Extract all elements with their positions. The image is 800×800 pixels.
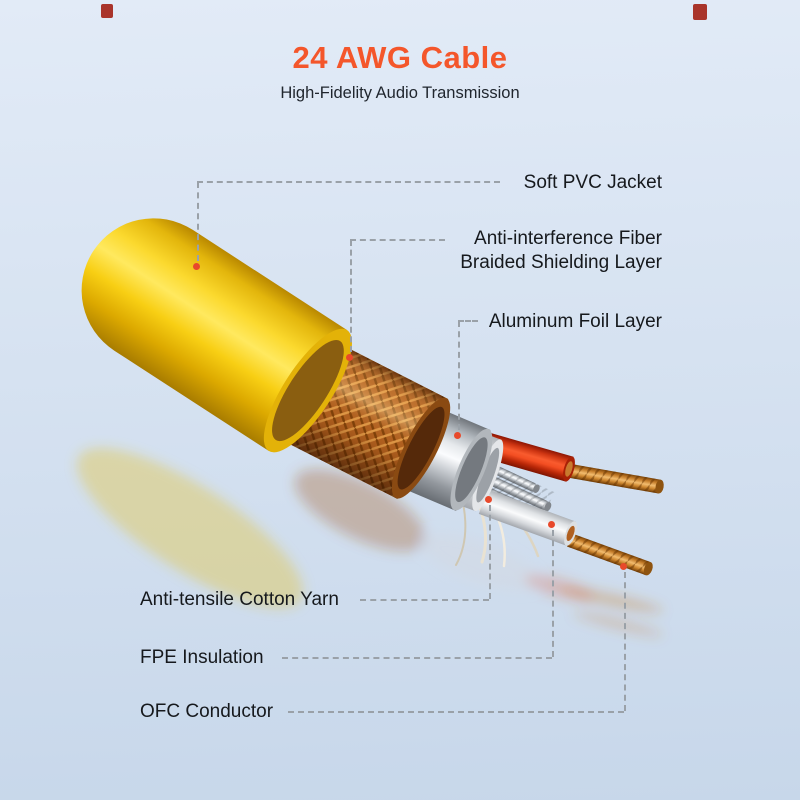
page-subtitle: High-Fidelity Audio Transmission xyxy=(280,84,520,102)
label-fpe-insulation: FPE Insulation xyxy=(140,647,264,668)
leader-ofc-vertical xyxy=(624,572,626,711)
leader-braid-horizontal xyxy=(350,239,445,241)
leader-cotton-horizontal xyxy=(360,599,489,601)
leader-pvc-horizontal xyxy=(197,181,500,183)
leader-foil-horizontal xyxy=(458,320,478,322)
label-pvc-jacket: Soft PVC Jacket xyxy=(523,172,662,193)
label-ofc-conductor: OFC Conductor xyxy=(140,701,274,722)
cable-reflection xyxy=(76,447,663,637)
leader-cotton-vertical xyxy=(489,505,491,599)
corner-mark-left xyxy=(101,4,113,18)
label-braided-shielding: Anti-interference Fiber Braided Shieldin… xyxy=(460,228,662,273)
leader-pvc-vertical xyxy=(197,182,199,261)
callout-dot-ofc xyxy=(620,563,627,570)
callout-dot-pvc xyxy=(193,263,200,270)
callout-dot-foil xyxy=(454,432,461,439)
leader-ofc-horizontal xyxy=(288,711,624,713)
ofc-conductor-upper xyxy=(563,463,664,494)
pvc-jacket-layer xyxy=(81,218,353,453)
leader-fpe-vertical xyxy=(552,530,554,657)
leader-foil-vertical xyxy=(458,321,460,430)
corner-mark-right xyxy=(693,4,707,20)
leader-fpe-horizontal xyxy=(282,657,552,659)
fpe-insulated-wire xyxy=(478,489,578,546)
label-cotton-yarn: Anti-tensile Cotton Yarn xyxy=(140,589,339,610)
leader-braid-vertical xyxy=(350,240,352,352)
ofc-conductor-lower xyxy=(566,533,653,576)
callout-dot-fpe xyxy=(548,521,555,528)
label-aluminum-foil: Aluminum Foil Layer xyxy=(488,311,662,332)
callout-dot-cotton xyxy=(485,496,492,503)
page-title: 24 AWG Cable xyxy=(292,40,508,75)
callout-dot-braid xyxy=(346,354,353,361)
